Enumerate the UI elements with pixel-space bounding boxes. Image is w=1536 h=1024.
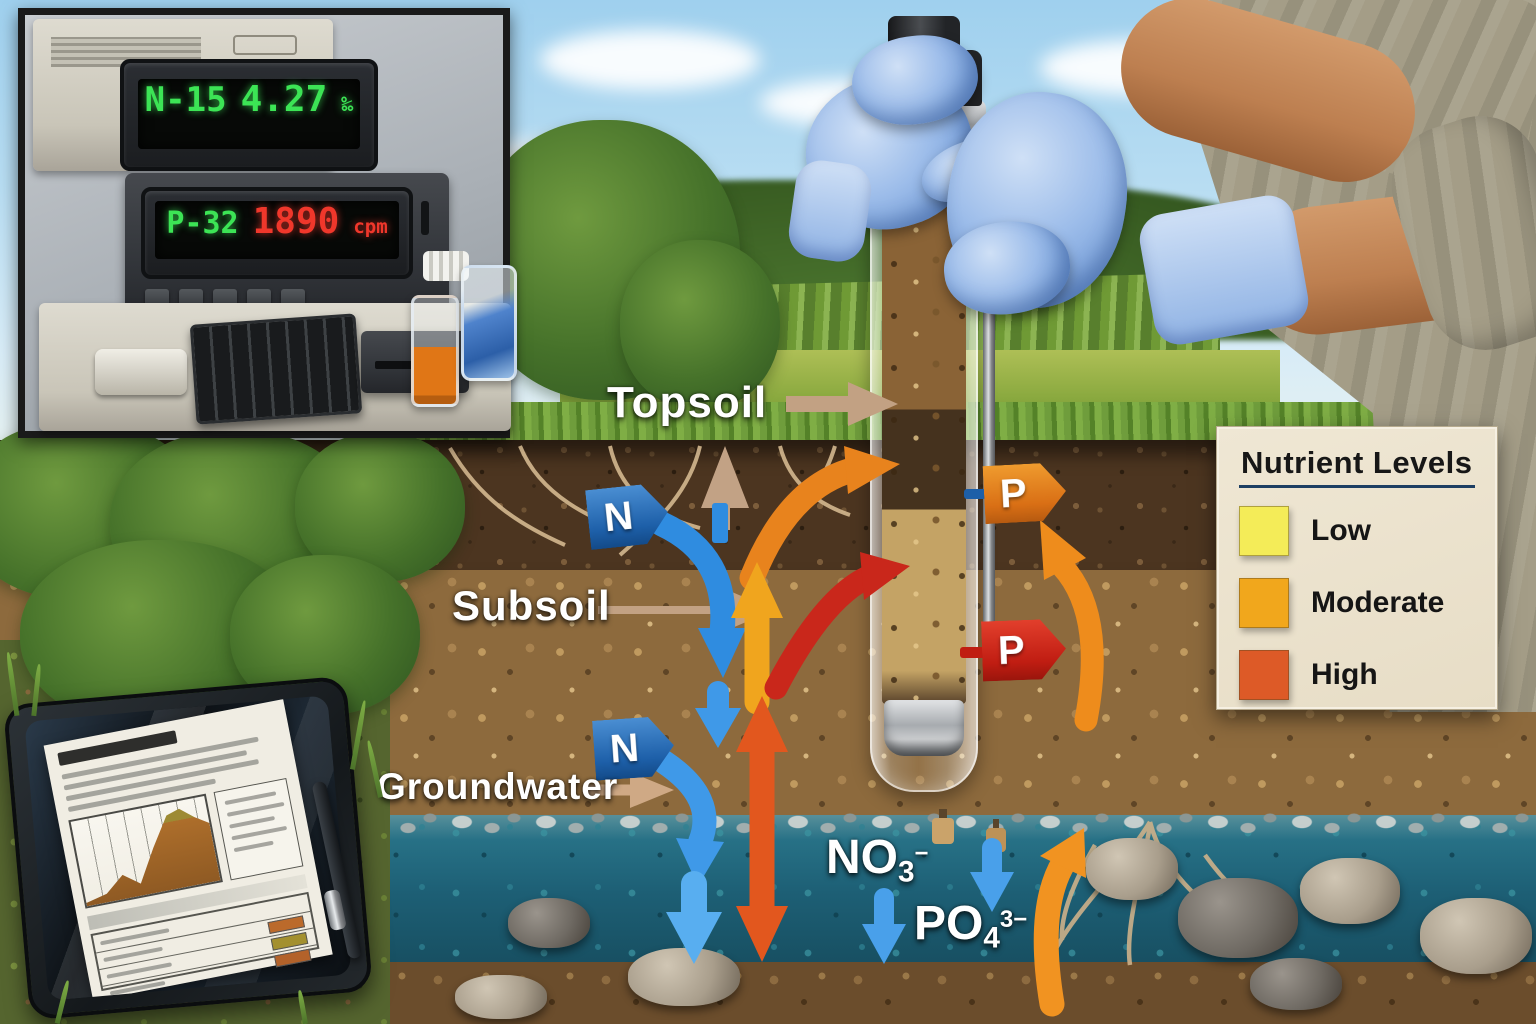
tablet-frame <box>2 675 374 1021</box>
nitrate-subscript: 3 <box>898 855 915 889</box>
nitrogen-badge-letter: N <box>601 493 636 540</box>
soil-report-document <box>43 699 333 1001</box>
reagent-jar-blue <box>461 265 517 381</box>
instrument-slot <box>421 201 429 235</box>
display-2-bezel: P-32 1890 cpm <box>141 187 413 279</box>
stone <box>1250 958 1342 1010</box>
legend-label-high: High <box>1311 658 1378 691</box>
display1-isotope: N-15 <box>144 80 227 120</box>
lab-keyboard <box>189 313 363 425</box>
legend-label-moderate: Moderate <box>1311 586 1445 619</box>
display2-unit: cpm <box>353 216 388 238</box>
lab-inset-panel: N-15 4.27 ‰ P-32 1890 cpm <box>18 8 517 438</box>
stone <box>628 948 740 1006</box>
phosphate-formula: PO <box>914 897 984 950</box>
glove-cuff <box>1135 191 1313 349</box>
legend-item-high: High <box>1239 650 1477 700</box>
stone <box>1420 898 1532 974</box>
legend-swatch-high <box>1239 650 1289 700</box>
glove-cuff-left <box>785 157 875 265</box>
nutrient-legend: Nutrient Levels Low Moderate High <box>1216 426 1498 710</box>
legend-label-low: Low <box>1311 514 1371 547</box>
legend-item-low: Low <box>1239 506 1477 556</box>
stone <box>1178 878 1298 958</box>
stone <box>1300 858 1400 924</box>
display2-isotope: P-32 <box>166 206 239 241</box>
display-1-bezel: N-15 4.27 ‰ <box>120 59 378 171</box>
sampler-cup <box>884 700 964 756</box>
report-side-panel <box>213 777 304 881</box>
soil-clump <box>932 818 954 844</box>
field-tablet <box>2 675 374 1021</box>
nitrate-formula: NO <box>826 831 898 884</box>
display1-value: 4.27 <box>240 79 328 120</box>
phosphate-subscript: 4 <box>983 921 1000 955</box>
tablet-screen <box>24 695 352 1001</box>
legend-title: Nutrient Levels <box>1241 445 1473 480</box>
display2-value: 1890 <box>252 201 340 242</box>
legend-underline <box>1239 485 1475 488</box>
hedge-bush <box>620 240 780 410</box>
phosphate-superscript: 3− <box>999 906 1028 933</box>
sample-vial-orange <box>411 295 459 407</box>
legend-swatch-low <box>1239 506 1289 556</box>
isotope-display-1: N-15 4.27 ‰ <box>138 79 360 149</box>
nitrate-label: NO3− <box>826 830 929 889</box>
topsoil-label: Topsoil <box>607 378 768 427</box>
legend-item-moderate: Moderate <box>1239 578 1477 628</box>
isotope-display-2: P-32 1890 cpm <box>155 201 399 259</box>
legend-swatch-moderate <box>1239 578 1289 628</box>
phosphorus-badge-letter: P <box>998 470 1028 516</box>
stone <box>455 975 547 1019</box>
drawer-handle <box>95 349 187 395</box>
nitrate-superscript: − <box>914 840 929 867</box>
groundwater-label: Groundwater <box>377 766 619 807</box>
cloud <box>540 30 760 90</box>
stone <box>508 898 590 948</box>
phosphate-label: PO43− <box>914 896 1027 955</box>
badge-tick-red <box>960 647 986 658</box>
phosphorus-badge-letter: P <box>997 627 1026 673</box>
instrument-slot <box>233 35 297 55</box>
report-chart <box>68 793 223 909</box>
badge-tick-blue <box>964 489 986 499</box>
display1-unit: ‰ <box>341 92 354 116</box>
lab-instrument-bottom: P-32 1890 cpm <box>125 173 449 325</box>
soil-clump <box>986 828 1006 852</box>
stone <box>1086 838 1178 900</box>
report-chart-area <box>71 796 221 906</box>
subsoil-label: Subsoil <box>452 582 611 629</box>
